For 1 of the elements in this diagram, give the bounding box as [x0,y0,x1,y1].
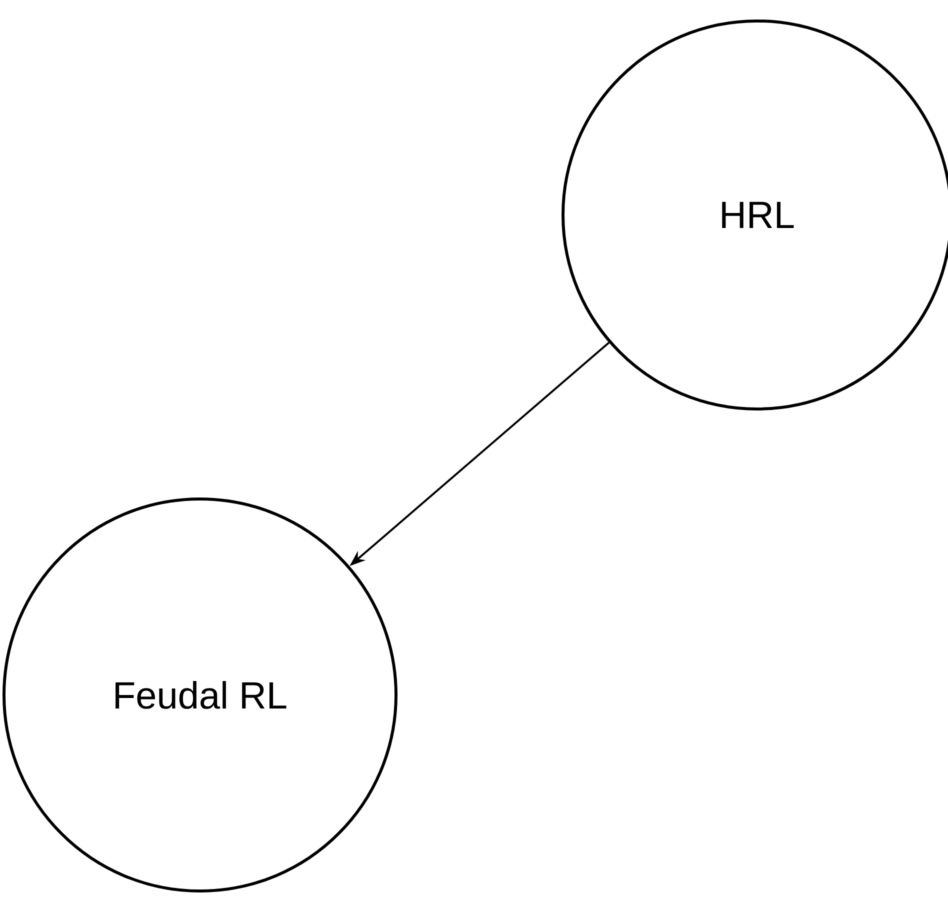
circle-node: Feudal RL [2,497,398,892]
